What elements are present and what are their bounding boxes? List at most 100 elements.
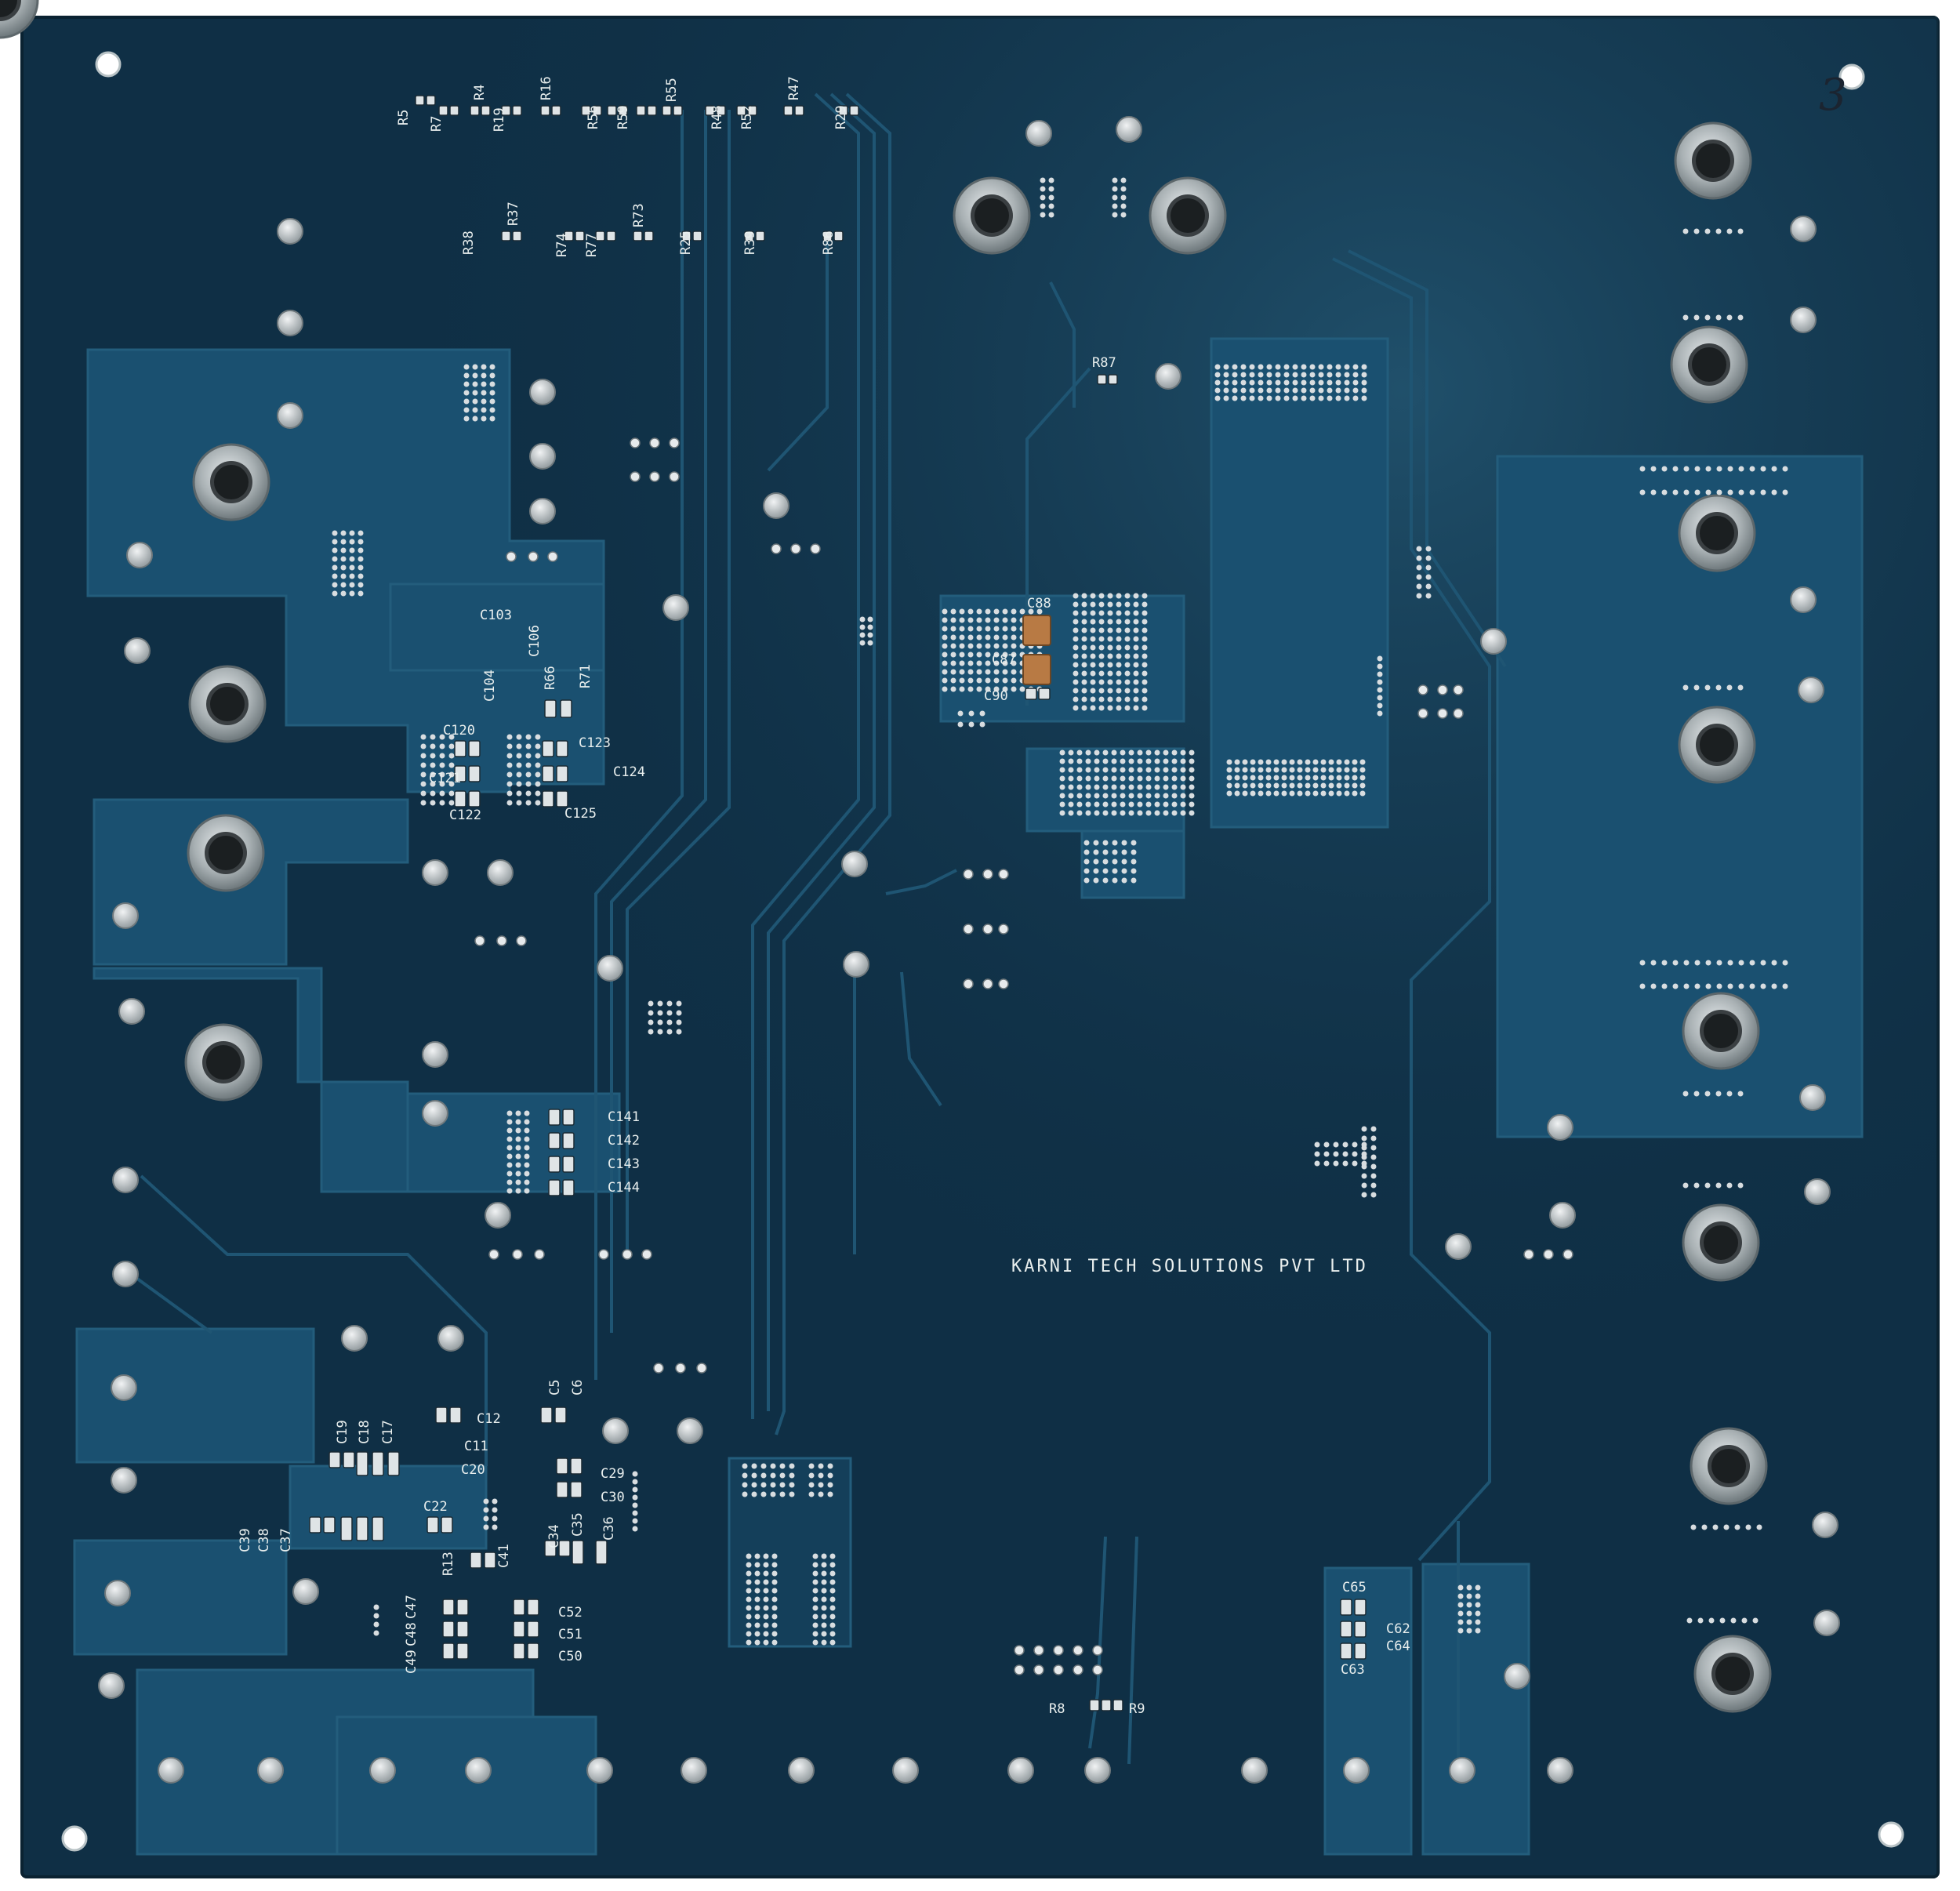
via [1361,1163,1367,1170]
via [1133,644,1139,651]
via [985,634,991,641]
via [1040,194,1046,201]
via [1466,1628,1472,1634]
via [516,800,522,806]
via [430,781,436,787]
designator-c122: C122 [449,808,481,823]
designator-c36: C36 [601,1516,617,1541]
via [420,734,426,740]
via [1223,395,1229,401]
designator-r59: R59 [615,105,631,129]
via [1738,983,1744,989]
via [1292,379,1298,386]
via [763,1579,769,1585]
via [1120,801,1126,808]
designator-c19: C19 [335,1420,350,1444]
small-pad [675,1363,686,1374]
via [976,608,982,615]
designator-c18: C18 [357,1420,372,1444]
via [1214,379,1221,386]
via [1377,671,1383,677]
via [1377,702,1383,709]
via [1328,782,1334,789]
via [1683,983,1690,989]
via [448,800,455,806]
via [632,1479,638,1485]
smd-pad [372,1516,384,1541]
via [1098,670,1105,677]
via [1116,601,1122,608]
via [1111,801,1117,808]
via [1297,782,1303,789]
via [1083,877,1090,884]
via [1727,489,1733,495]
via [1301,364,1307,370]
smd-pad [562,1179,575,1196]
via [358,539,364,545]
smd-pad [481,105,491,116]
via [1716,466,1722,472]
via [1214,364,1221,370]
via [1273,782,1279,789]
small-pad [649,437,660,448]
via [524,1153,530,1160]
via [1142,610,1148,616]
via [483,1498,489,1504]
via [812,1596,818,1602]
via [1137,767,1143,773]
via [1352,767,1358,773]
via [1145,767,1152,773]
via [789,1491,795,1497]
via [1121,858,1127,865]
via [1693,1091,1700,1097]
via [1258,372,1264,378]
via [332,564,338,571]
via [1283,372,1290,378]
via [751,1463,757,1469]
via [1250,775,1256,781]
via [1305,782,1311,789]
via [1154,775,1160,782]
via [1112,194,1118,201]
via [1048,194,1054,201]
smd-pad [1112,1699,1123,1711]
via [448,781,455,787]
via [1028,608,1034,615]
company-silkscreen: KARNI TECH SOLUTIONS PVT LTD [1011,1257,1368,1276]
via [976,686,982,692]
via [1073,679,1079,685]
smd-pad [1089,1699,1100,1711]
via [1466,1610,1472,1617]
via [746,1639,752,1646]
via [746,1605,752,1611]
via [1258,395,1264,401]
via [1266,387,1272,394]
small-pad [1092,1664,1103,1675]
via [1137,793,1143,799]
via [818,1491,824,1497]
via [1328,790,1334,797]
via [632,1471,638,1477]
via [1163,784,1169,790]
small-pad [622,1249,633,1260]
via [1081,696,1087,702]
via [1737,684,1744,691]
via [1133,593,1139,599]
designator-r16: R16 [539,76,554,100]
via [751,1491,757,1497]
via [1128,810,1134,816]
via [1124,610,1131,616]
via [979,721,985,728]
via [751,1482,757,1488]
via [812,1553,818,1559]
via [1133,696,1139,702]
via [1377,710,1383,717]
via [771,1562,778,1568]
via [506,1153,513,1160]
via [1344,379,1350,386]
small-pad [1417,708,1428,719]
smd-pad [618,105,628,116]
smd-pad [644,230,654,241]
via [976,677,982,684]
via [1734,1524,1740,1530]
